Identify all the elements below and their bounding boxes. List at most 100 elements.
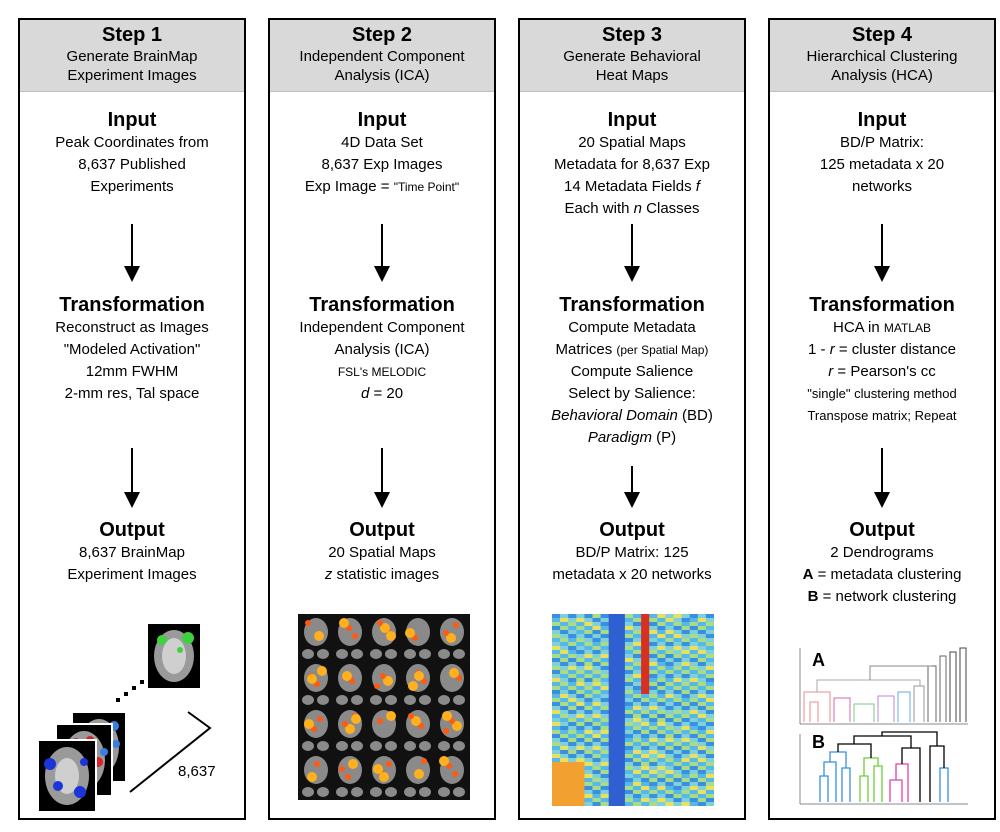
heatmap-cell: [665, 738, 674, 743]
heatmap-cell: [633, 734, 642, 739]
heatmap-cell: [616, 754, 626, 759]
heatmap-cell: [560, 674, 569, 679]
heatmap-cell: [584, 770, 593, 775]
heatmap-cell: [657, 674, 666, 679]
heatmap-cell: [576, 666, 585, 671]
heatmap-cell: [568, 694, 577, 699]
heatmap-cell: [681, 758, 690, 763]
spatial-map-thumb: [404, 710, 431, 751]
heatmap-cell: [576, 794, 585, 799]
heatmap-cell: [624, 790, 634, 795]
heatmap-cell: [689, 802, 699, 806]
heatmap-cell: [552, 634, 561, 639]
heatmap-cell: [657, 634, 666, 639]
heatmap-cell: [560, 686, 569, 691]
heatmap-cell: [616, 730, 626, 735]
heatmap-cell: [568, 622, 577, 627]
heatmap-cell: [560, 646, 569, 651]
heatmap-cell: [584, 698, 593, 703]
heatmap-cell: [600, 770, 609, 775]
spatial-map-thumb: [336, 618, 363, 659]
heatmap-cell: [624, 706, 634, 711]
heatmap-cell: [584, 654, 593, 659]
heatmap-cell: [616, 618, 626, 623]
heatmap-cell: [641, 654, 650, 659]
heatmap-cell: [657, 654, 666, 659]
input-section: Input Peak Coordinates from 8,637 Publis…: [20, 108, 244, 198]
transformation-line: d = 20: [270, 383, 494, 405]
transformation-line-part: (per Spatial Map): [616, 343, 709, 357]
heatmap-cell: [552, 686, 561, 691]
step-1-panel: Step 1 Generate BrainMap Experiment Imag…: [18, 18, 246, 820]
heatmap-cell: [665, 770, 674, 775]
heatmap-cell: [697, 626, 707, 631]
heatmap-cell: [681, 626, 690, 631]
heatmap-cell: [689, 730, 699, 735]
brain-image: [148, 624, 200, 688]
heatmap-cell: [705, 722, 714, 727]
heatmap-cell: [657, 786, 666, 791]
heatmap-cell: [552, 730, 561, 735]
heatmap-cell: [568, 702, 577, 707]
heatmap-cell: [624, 802, 634, 806]
heatmap-cell: [641, 750, 650, 755]
heatmap-cell: [592, 702, 601, 707]
heatmap-cell: [665, 718, 674, 723]
heatmap-cell: [568, 802, 577, 806]
heatmap-cell: [584, 682, 593, 687]
transformation-line: Compute Salience: [570, 363, 694, 380]
heatmap-cell: [592, 638, 601, 643]
heatmap-cell: [705, 682, 714, 687]
heatmap-cell: [568, 670, 577, 675]
heatmap-cell: [600, 726, 609, 731]
heatmap-cell: [673, 766, 682, 771]
heatmap-cell: [681, 722, 690, 727]
heatmap-cell: [665, 614, 674, 619]
heatmap-cell: [576, 746, 585, 751]
heatmap-cell: [552, 782, 561, 787]
heatmap-cell: [560, 666, 569, 671]
heatmap-cell: [649, 786, 658, 791]
heatmap-cell: [705, 614, 714, 619]
heatmap-cell: [608, 694, 618, 699]
heatmap-cell: [689, 790, 699, 795]
heatmap-cell: [649, 742, 658, 747]
heatmap-cell: [560, 778, 569, 783]
heatmap-cell: [592, 626, 601, 631]
heatmap-cell: [584, 750, 593, 755]
heatmap-cell: [616, 682, 626, 687]
heatmap-cell: [608, 738, 618, 743]
heatmap-cell: [616, 794, 626, 799]
heatmap-cell: [584, 702, 593, 707]
spatial-map-thumb: [404, 664, 431, 705]
heatmap-cell: [616, 626, 626, 631]
heatmap-cell: [689, 638, 699, 643]
heatmap-cell: [624, 630, 634, 635]
heatmap-cell: [576, 630, 585, 635]
heatmap-cell: [560, 786, 569, 791]
heatmap-cell: [705, 634, 714, 639]
heatmap-cell: [624, 730, 634, 735]
heatmap-cell: [689, 786, 699, 791]
heatmap-cell: [657, 762, 666, 767]
heatmap-cell: [624, 766, 634, 771]
heatmap-cell: [616, 774, 626, 779]
heatmap-cell: [568, 678, 577, 683]
heatmap-cell: [641, 686, 650, 691]
heatmap-cell: [560, 706, 569, 711]
heatmap-cell: [641, 662, 650, 667]
heatmap-cell: [681, 674, 690, 679]
heatmap-cell: [705, 730, 714, 735]
heatmap-cell: [697, 702, 707, 707]
heatmap-cell: [673, 634, 682, 639]
heatmap-cell: [633, 802, 642, 806]
heatmap-cell: [552, 758, 561, 763]
heatmap-cell: [616, 706, 626, 711]
heatmap-cell: [576, 798, 585, 803]
heatmap-cell: [705, 774, 714, 779]
heatmap-cell: [552, 638, 561, 643]
heatmap-cell: [633, 738, 642, 743]
heatmap-cell: [624, 646, 634, 651]
heatmap-cell: [689, 750, 699, 755]
heatmap-cell: [624, 634, 634, 639]
